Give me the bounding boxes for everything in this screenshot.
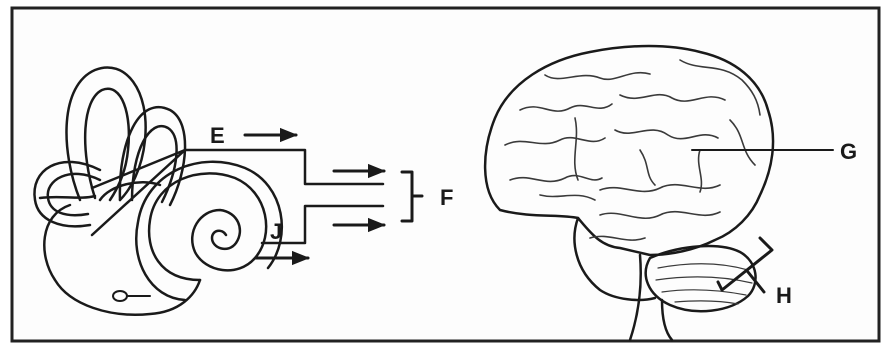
pointer-line-2 (90, 148, 187, 237)
bracket-h (716, 236, 774, 294)
brain-folds (504, 59, 761, 241)
label-e: E (210, 123, 225, 148)
cochlear-pathway (260, 204, 385, 245)
vestibular-pathway (183, 148, 385, 186)
cochlea (135, 160, 283, 302)
nerve-pathways (183, 148, 385, 245)
label-g: G (840, 139, 857, 164)
bracket-f (400, 170, 424, 223)
brain-illustration (483, 44, 834, 342)
label-j: J (270, 219, 282, 244)
vestibule (43, 203, 202, 316)
inner-ear-illustration (33, 66, 283, 316)
diagram-frame (10, 6, 881, 343)
pointer-line-1 (90, 148, 187, 190)
brainstem (628, 253, 674, 342)
semicircular-canal-lateral (33, 160, 102, 228)
cerebellum (644, 244, 757, 313)
label-h: H (776, 283, 792, 308)
label-f: F (440, 185, 453, 210)
cerebrum (483, 44, 775, 257)
semicircular-canal-posterior (118, 106, 187, 207)
